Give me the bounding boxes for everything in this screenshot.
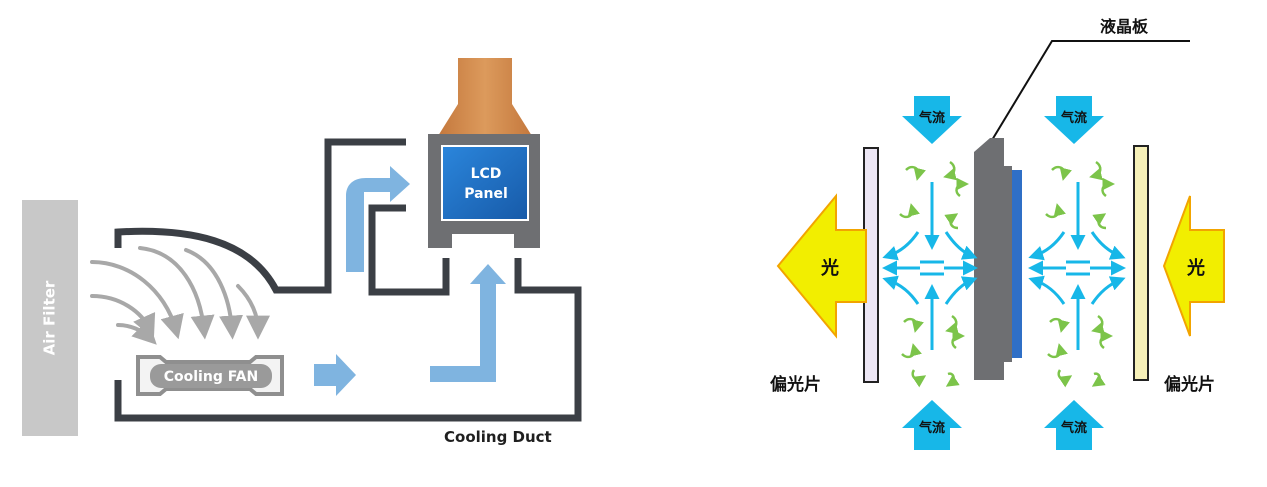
air-filter: Air Filter <box>22 200 78 436</box>
polarizer-label-left: 偏光片 <box>770 374 821 395</box>
swirl <box>1057 369 1073 388</box>
airflow-arrow-bottom-left: 气流 <box>902 400 962 450</box>
air-filter-label: Air Filter <box>41 280 59 355</box>
swirl <box>1051 165 1072 181</box>
lcd-panel-label-line1: LCD <box>471 166 502 182</box>
flow-curve <box>1028 275 1066 305</box>
light-label-left: 光 <box>820 257 839 279</box>
airflow-arrow-bottom-right: 气流 <box>1044 400 1104 450</box>
swirl <box>944 213 959 230</box>
duct-airflow-arrows <box>314 166 506 396</box>
cooling-duct-diagram: Air Filter Cooling FAN <box>22 58 582 446</box>
swirl <box>899 203 920 219</box>
intake-arrow <box>90 260 184 340</box>
light-arrow-right: 光 <box>1162 195 1225 337</box>
lcd-plate-label: 液晶板 <box>1100 17 1149 36</box>
airflow-label: 气流 <box>1061 420 1087 436</box>
turbulence-swirls <box>899 160 1115 388</box>
polarizer-label-right: 偏光片 <box>1164 374 1215 395</box>
swirl <box>901 343 922 359</box>
airflow-arrow-top-left: 气流 <box>902 96 962 144</box>
swirl <box>1092 213 1107 230</box>
airflow-label: 气流 <box>1061 110 1087 126</box>
duct-lower-wall <box>114 258 582 422</box>
swirl <box>1047 343 1068 359</box>
lcd-screen <box>441 145 529 221</box>
lcd-plate-leader-line <box>985 40 1190 151</box>
cooling-duct-label: Cooling Duct <box>444 428 552 446</box>
airflow-arrow-up-right <box>430 264 506 382</box>
swirl <box>955 177 969 198</box>
light-arrow-left: 光 <box>776 193 867 339</box>
right-polarizer <box>1133 145 1149 381</box>
light-label-right: 光 <box>1186 257 1205 279</box>
intake-arrow <box>184 248 244 340</box>
swirl <box>951 329 965 350</box>
flex-cable <box>438 58 532 136</box>
airflow-label: 气流 <box>919 420 945 436</box>
swirl <box>1091 314 1105 335</box>
swirl <box>1091 372 1106 387</box>
swirl <box>911 369 927 388</box>
swirl <box>1101 177 1115 198</box>
swirl <box>1045 203 1066 219</box>
flow-curve <box>1028 231 1066 261</box>
flow-curve <box>1090 276 1126 305</box>
swirl <box>945 314 959 335</box>
flow-curve <box>1090 231 1126 260</box>
lcd-plate <box>974 138 1012 380</box>
duct-inner-wall <box>368 204 450 296</box>
intake-arrow <box>116 319 157 345</box>
lcd-airflow-diagram: 液晶板 光 光 气流 气流 气流 气 <box>770 17 1225 450</box>
swirl <box>905 165 926 181</box>
lcd-panel-assembly: LCD Panel <box>428 58 540 248</box>
flow-pattern-right <box>1028 182 1126 350</box>
airflow-label: 气流 <box>919 110 945 126</box>
flow-curve <box>882 275 920 305</box>
airflow-arrow-right <box>314 354 356 396</box>
swirl <box>943 160 957 181</box>
intake-airflow-arrows <box>90 246 270 345</box>
flow-curve <box>882 231 920 261</box>
airflow-arrow-up-to-panel <box>346 166 410 272</box>
flow-pattern-left <box>882 182 978 350</box>
swirl <box>903 317 924 333</box>
intake-arrow <box>236 284 270 340</box>
flow-curve <box>944 276 978 305</box>
cooling-fan: Cooling FAN <box>136 355 284 396</box>
lcd-plate-blue-layer <box>1012 170 1022 358</box>
swirl <box>1099 329 1113 350</box>
swirl <box>945 372 960 387</box>
flow-curve <box>944 231 978 260</box>
swirl <box>1049 317 1070 333</box>
duct-walls <box>114 138 582 422</box>
airflow-arrow-top-right: 气流 <box>1044 96 1104 144</box>
intake-arrow <box>138 246 215 340</box>
duct-upper-curve <box>114 138 406 294</box>
cooling-fan-label: Cooling FAN <box>164 369 258 385</box>
lcd-panel-label-line2: Panel <box>464 186 508 202</box>
swirl <box>1089 160 1103 181</box>
